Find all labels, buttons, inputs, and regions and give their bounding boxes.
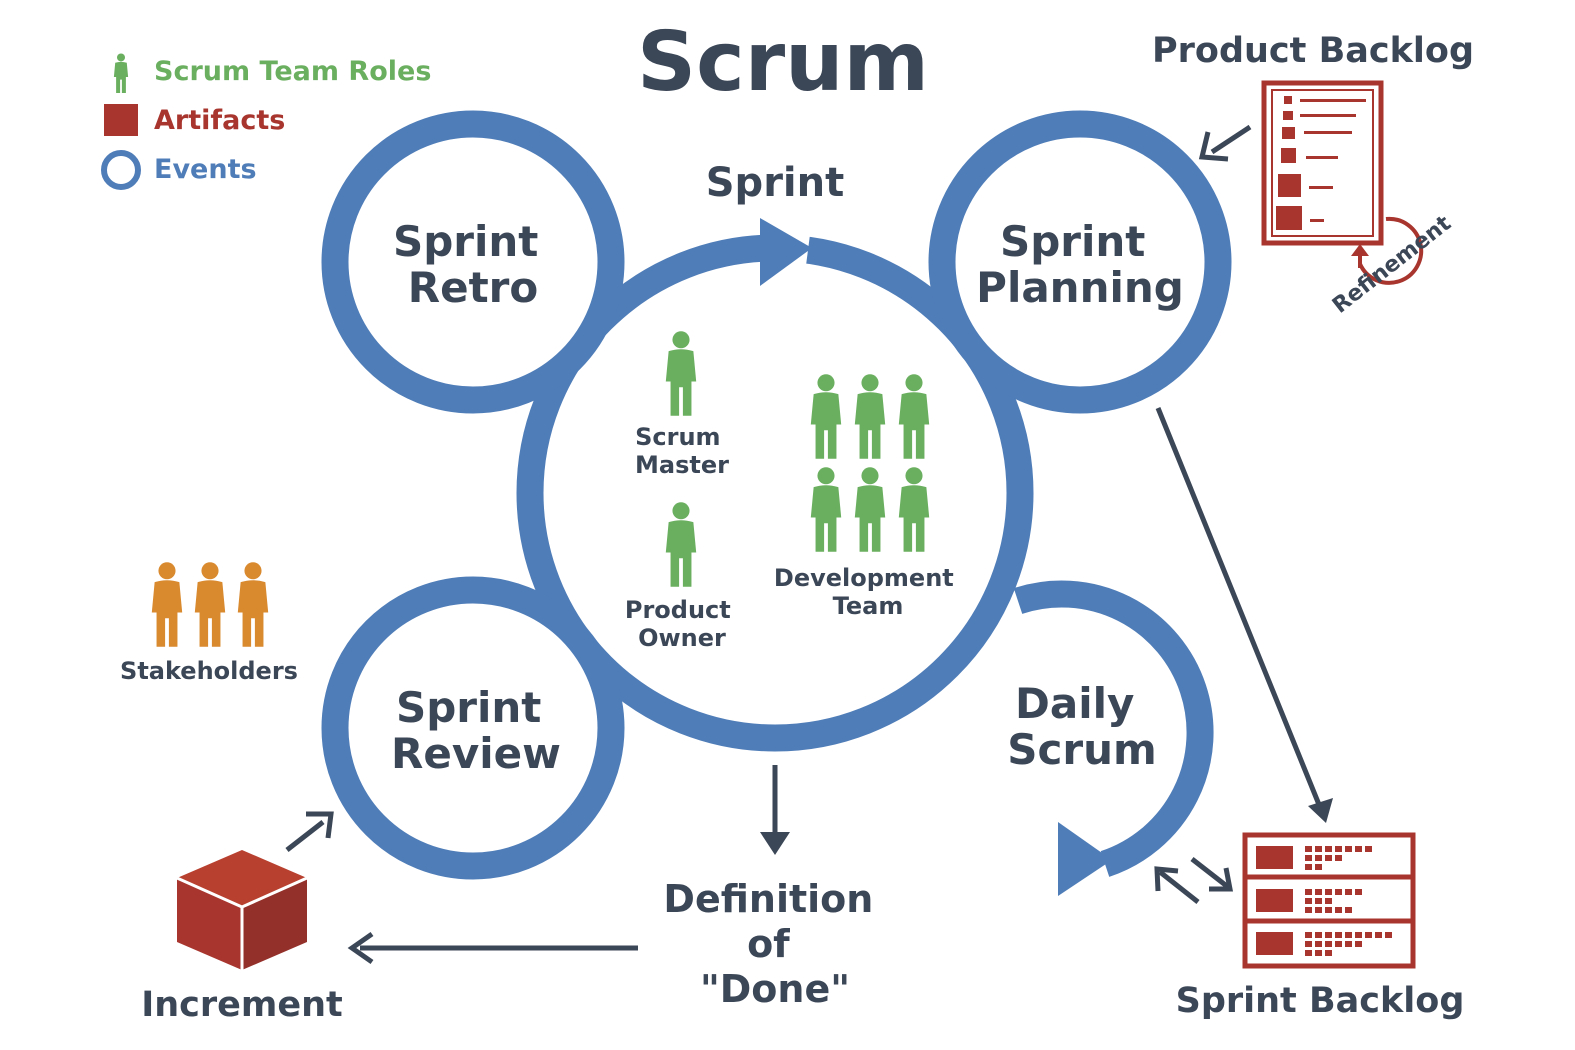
sprint-retro-ring [321,110,625,414]
refinement-cycle-icon [1351,216,1424,285]
arrow-backlog-to-planning [1198,124,1252,162]
arrow-done-to-increment [347,931,638,965]
artifact-square-icon [104,104,138,136]
sprint-planning-label: Sprint Planning [976,217,1184,312]
increment-cube-icon [176,850,308,970]
sprint-review-label: Sprint Review [391,683,561,778]
arrow-increment-to-review [285,811,334,852]
sprint-label: Sprint [706,160,844,206]
sprint-planning-ring [928,110,1232,414]
stakeholder-person-icon [194,562,226,647]
event-ring-icon [101,150,141,190]
stakeholder-person-icon [151,562,183,647]
stakeholder-person-icon [237,562,269,647]
page-title: Scrum [637,15,929,110]
sprint-arrowhead-icon [760,218,812,286]
arrow-daily-scrum-sprint-backlog [1154,857,1234,904]
product-owner-label: Product Owner [625,596,739,652]
sprint-retro-label: Sprint Retro [393,217,553,312]
legend-artifacts-label: Artifacts [154,105,285,136]
increment-label: Increment [141,985,343,1025]
legend-roles-label: Scrum Team Roles [154,56,431,87]
sprint-backlog-stack-icon [1242,832,1416,969]
daily-scrum-ring [1013,580,1214,877]
legend-events-label: Events [154,154,257,185]
scrum-master-label: Scrum Master [635,423,729,479]
sprint-backlog-label: Sprint Backlog [1176,981,1465,1021]
daily-scrum-label: Daily Scrum [1007,679,1157,774]
person-icon [113,53,129,93]
stakeholders-icons [151,562,269,647]
legend: Scrum Team Roles Artifacts Events [101,53,431,190]
stakeholders-label: Stakeholders [120,657,298,685]
development-team-label: Development Team [774,564,962,620]
product-backlog-document-icon [1261,80,1384,246]
arrow-sprint-to-definition-of-done [760,765,790,855]
sprint-review-ring [321,576,625,880]
product-backlog-label: Product Backlog [1152,31,1474,71]
daily-scrum-arrowhead-icon [1058,822,1112,896]
definition-of-done-label: Definition of "Done" [663,877,886,1011]
arrow-planning-to-sprint-backlog [1155,407,1333,823]
